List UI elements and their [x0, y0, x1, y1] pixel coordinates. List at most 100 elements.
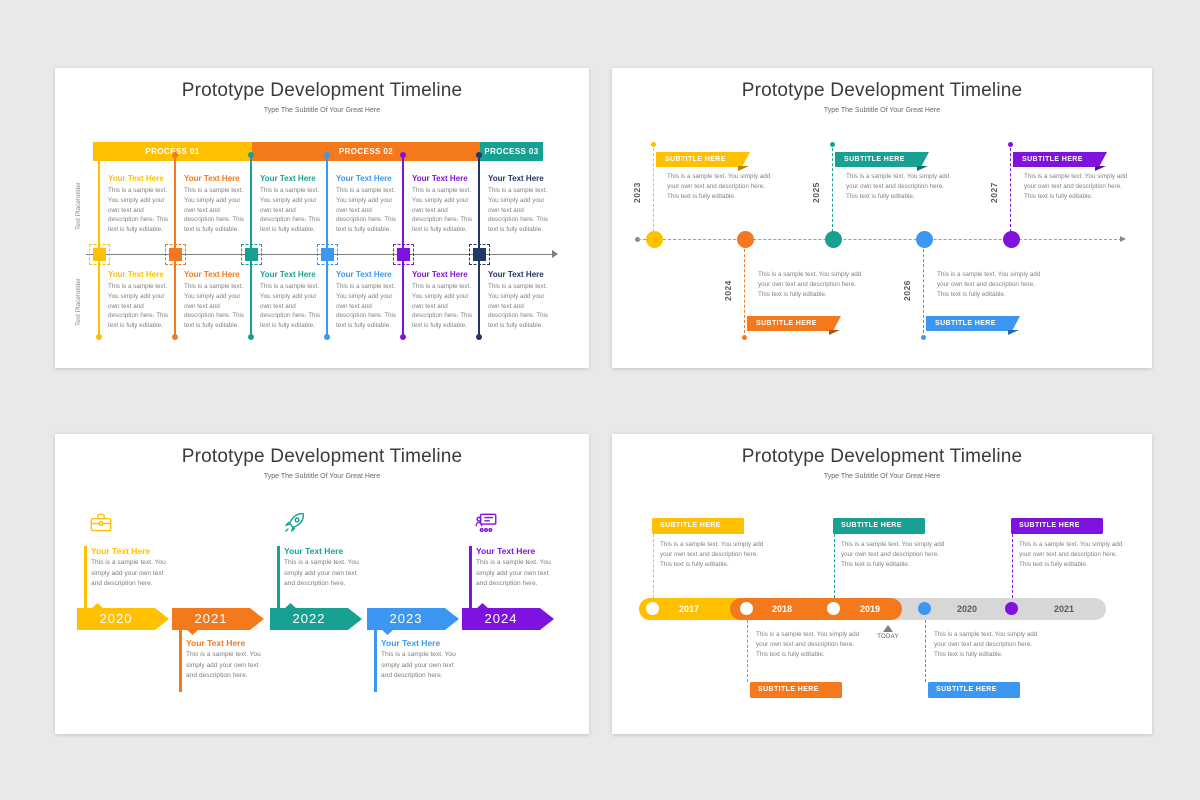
ribbon-fold: [1095, 166, 1106, 171]
slide-subtitle: Type The Subtitle Of Your Great Here: [263, 107, 381, 114]
axis-start-dot: [635, 237, 640, 242]
connector-line: [98, 156, 100, 254]
item-body: This is a sample text. You simply add yo…: [284, 559, 359, 587]
item-body: This is a sample text. You simply add yo…: [660, 541, 764, 568]
timeline-axis: [86, 254, 552, 255]
chevron-tail: [284, 603, 297, 609]
chevron-tail: [476, 603, 489, 609]
banner-label: SUBTITLE HERE: [758, 686, 819, 693]
item-body: This is a sample text. You simply add yo…: [758, 271, 862, 298]
slide-title: Prototype Development Timeline: [181, 446, 463, 467]
connector-dot: [248, 152, 254, 158]
connector-dashed-line: [744, 249, 745, 333]
item-body: This is a sample text. You simply add yo…: [336, 283, 397, 330]
timeline-node: [646, 231, 663, 248]
connector-dot: [400, 334, 406, 340]
timeline-node: [740, 602, 753, 615]
slide-chevron-timeline[interactable]: Prototype Development Timeline Type The …: [55, 434, 589, 734]
connector-line: [174, 254, 176, 336]
item-body: This is a sample text. You simply add yo…: [488, 187, 549, 234]
ribbon-label: SUBTITLE HERE: [935, 320, 996, 327]
slide-subtitle: Type The Subtitle Of Your Great Here: [263, 473, 381, 480]
ribbon-fold: [1008, 330, 1019, 335]
item-heading: Your Text Here: [488, 270, 544, 279]
banner-label: SUBTITLE HERE: [936, 686, 997, 693]
item-heading: Your Text Here: [336, 270, 392, 279]
item-body: This is a sample text. You simply add yo…: [934, 631, 1038, 658]
connector-dashed-line: [923, 249, 924, 333]
timeline-node: [646, 602, 659, 615]
year-label: 2020: [99, 611, 133, 626]
presentation-icon: [473, 510, 499, 536]
item-body: This is a sample text. You simply add yo…: [108, 187, 169, 234]
item-body: This is a sample text. You simply add yo…: [1019, 541, 1123, 568]
milestone-column: Your Text Here This is a sample text. Yo…: [248, 254, 328, 340]
connector-dot: [96, 152, 102, 158]
year-chevron: 2023: [367, 608, 459, 635]
item-heading: Your Text Here: [381, 638, 441, 648]
timeline-arrow: [552, 250, 558, 258]
connector-line: [402, 156, 404, 254]
slide-process-timeline[interactable]: Prototype Development Timeline Type The …: [55, 68, 589, 368]
item-body: This is a sample text. You simply add yo…: [108, 283, 169, 330]
connector-dot: [921, 335, 926, 340]
year-label: 2026: [902, 280, 912, 302]
connector-dot: [172, 152, 178, 158]
year-label: 2018: [771, 604, 793, 614]
process-segment-2: PROCESS 02: [252, 142, 480, 161]
connector-dot: [324, 334, 330, 340]
briefcase-icon: [88, 510, 114, 536]
item-heading: Your Text Here: [260, 174, 316, 183]
side-label-bottom: Text Placeholder: [75, 277, 82, 327]
year-label: 2024: [484, 611, 518, 626]
slide-title: Prototype Development Timeline: [741, 446, 1023, 467]
connector-dot: [96, 334, 102, 340]
year-chevron: 2020: [77, 603, 169, 630]
slide-dotted-timeline[interactable]: Prototype Development Timeline Type The …: [612, 68, 1152, 368]
milestone-column: Your Text Here This is a sample text. Yo…: [476, 254, 556, 340]
timeline-node: [827, 602, 840, 615]
milestone-column: Your Text Here This is a sample text. Yo…: [96, 152, 176, 254]
connector-dot: [742, 335, 747, 340]
subtitle-ribbon: SUBTITLE HERE: [656, 152, 750, 171]
subtitle-banner: SUBTITLE HERE: [833, 518, 925, 534]
item-body: This is a sample text. You simply add yo…: [841, 541, 945, 568]
milestone-column: Your Text Here This is a sample text. Yo…: [248, 152, 328, 254]
year-chevron: 2024: [462, 603, 554, 630]
slide-pill-bar-timeline[interactable]: Prototype Development Timeline Type The …: [612, 434, 1152, 734]
slide-subtitle: Type The Subtitle Of Your Great Here: [823, 107, 941, 114]
year-label: 2025: [811, 182, 821, 204]
slide-title: Prototype Development Timeline: [741, 80, 1023, 101]
item-body: This is a sample text. You simply add yo…: [846, 173, 950, 200]
item-heading: Your Text Here: [284, 546, 344, 556]
milestone-column: Your Text Here This is a sample text. Yo…: [172, 152, 252, 254]
today-label: TODAY: [877, 634, 899, 640]
connector-dot: [476, 334, 482, 340]
accent-bar: [277, 546, 280, 608]
connector-dashed-line: [832, 148, 833, 232]
banner-label: SUBTITLE HERE: [660, 522, 721, 529]
chevron-tail: [91, 603, 104, 609]
timeline-node: [918, 602, 931, 615]
item-heading: Your Text Here: [476, 546, 536, 556]
item-body: This is a sample text. You simply add yo…: [488, 283, 549, 330]
ribbon-label: SUBTITLE HERE: [756, 320, 817, 327]
process-bar: PROCESS 01 PROCESS 02 PROCESS 03: [93, 142, 543, 161]
item-body: This is a sample text. You simply add yo…: [667, 173, 771, 200]
item-heading: Your Text Here: [488, 174, 544, 183]
chevron-tail: [186, 629, 199, 635]
item-heading: Your Text Here: [91, 546, 151, 556]
year-label: 2017: [678, 604, 700, 614]
ribbon-label: SUBTITLE HERE: [1022, 156, 1083, 163]
accent-bar: [374, 630, 377, 692]
year-label: 2024: [723, 280, 733, 302]
milestone-column: Your Text Here This is a sample text. Yo…: [324, 152, 404, 254]
banner-label: SUBTITLE HERE: [1019, 522, 1080, 529]
item-body: This is a sample text. You simply add yo…: [756, 631, 860, 658]
item-body: This is a sample text. You simply add yo…: [412, 283, 473, 330]
milestone-column: Your Text Here This is a sample text. Yo…: [172, 254, 252, 340]
connector-line: [478, 156, 480, 254]
item-body: This is a sample text. You simply add yo…: [260, 187, 321, 234]
year-label: 2023: [632, 182, 642, 204]
item-heading: Your Text Here: [412, 270, 468, 279]
